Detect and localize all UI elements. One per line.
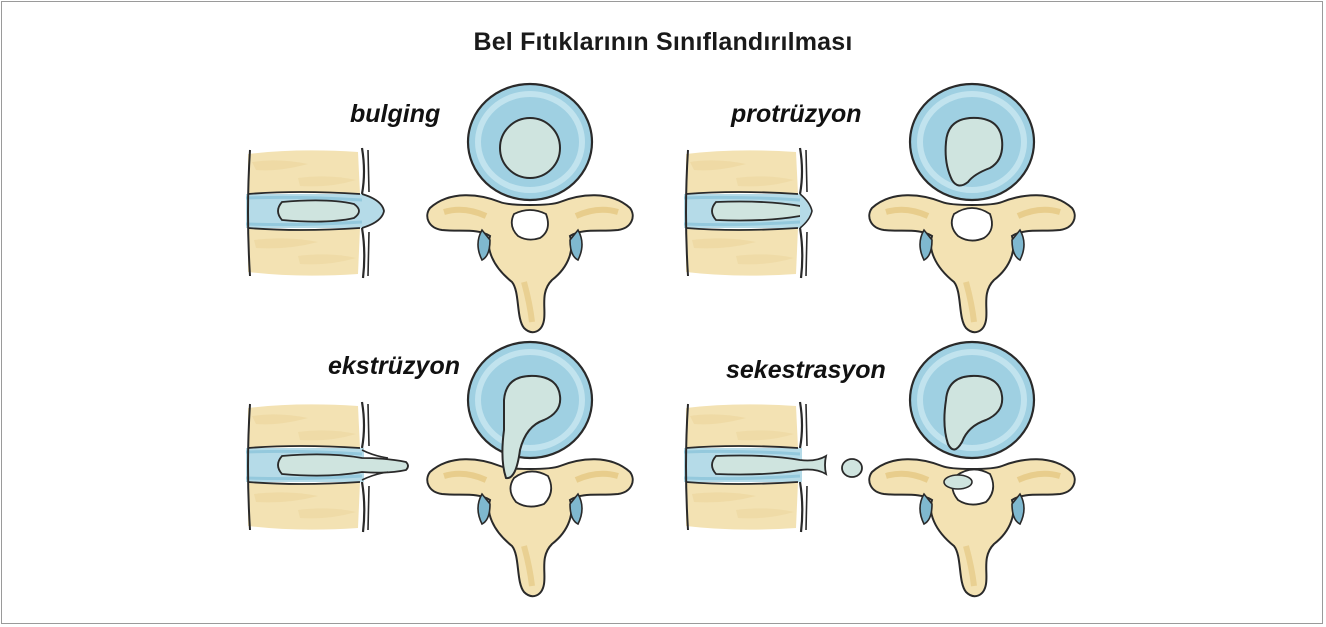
protrusion-axial-view (862, 102, 1092, 332)
figure-title: Bel Fıtıklarının Sınıflandırılması (0, 28, 1326, 57)
stage-label-protrusion: protrüzyon (731, 100, 862, 129)
sequestered-fragment (842, 459, 862, 477)
sequestration-side-view (676, 396, 876, 546)
extrusion-side-view (238, 396, 418, 546)
bulging-axial-view (420, 102, 650, 332)
sequestration-axial-view (862, 360, 1092, 600)
extrusion-axial-view (420, 360, 650, 600)
protrusion-side-view (676, 142, 836, 292)
bulging-side-view (238, 142, 398, 292)
